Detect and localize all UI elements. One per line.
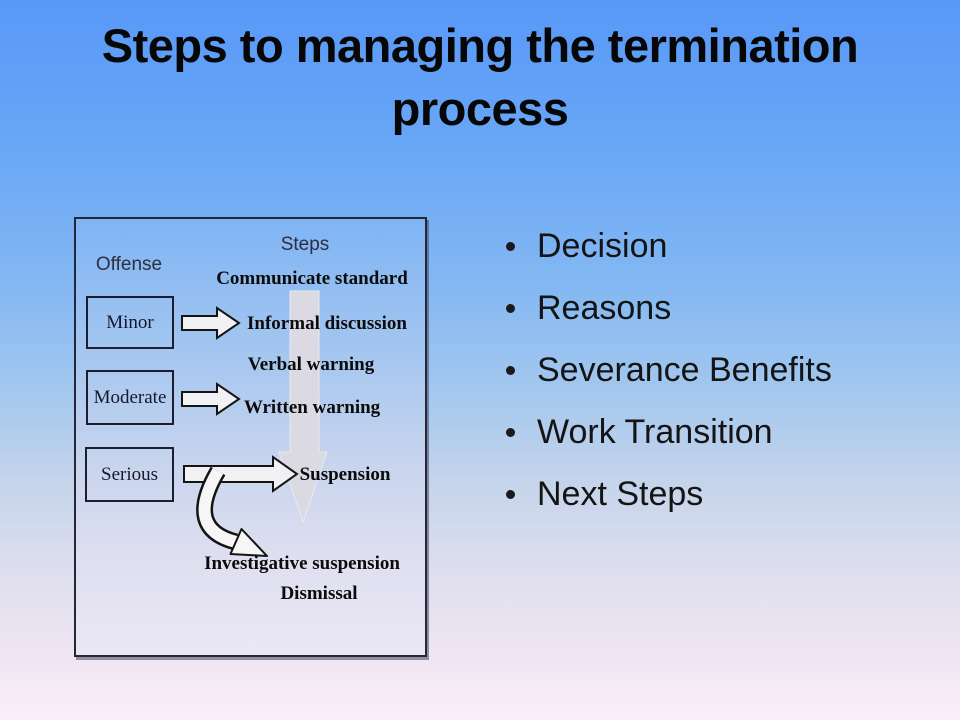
bullet-text: Next Steps bbox=[537, 474, 704, 513]
offense-box-moderate-label: Moderate bbox=[93, 386, 167, 408]
offense-box-minor-label: Minor bbox=[106, 311, 154, 333]
offense-column-label: Offense bbox=[95, 254, 163, 275]
down-arrow-icon bbox=[278, 290, 328, 524]
page-title: Steps to managing the termination proces… bbox=[0, 14, 960, 140]
step-dismissal: Dismissal bbox=[280, 583, 358, 604]
step-investigative-suspension: Investigative suspension bbox=[204, 553, 400, 574]
offense-box-moderate: Moderate bbox=[86, 370, 174, 425]
bullet-text: Decision bbox=[537, 226, 668, 265]
step-informal-discussion: Informal discussion bbox=[247, 313, 407, 334]
bullet-icon bbox=[506, 489, 515, 499]
step-verbal-warning: Verbal warning bbox=[247, 354, 375, 375]
step-written-warning: Written warning bbox=[243, 397, 381, 418]
curved-arrow-icon bbox=[196, 466, 268, 557]
bullet-text: Work Transition bbox=[537, 412, 773, 451]
step-communicate-standard: Communicate standard bbox=[216, 268, 408, 289]
bullet-list: Decision Reasons Severance Benefits Work… bbox=[506, 226, 832, 536]
offense-box-serious: Serious bbox=[85, 447, 174, 502]
list-item: Decision bbox=[506, 226, 832, 266]
step-suspension: Suspension bbox=[299, 464, 391, 485]
diagram-arrows bbox=[181, 290, 328, 557]
discipline-steps-diagram: Offense Steps Communicate standard Infor… bbox=[74, 217, 427, 657]
list-item: Next Steps bbox=[506, 474, 832, 514]
bullet-text: Reasons bbox=[537, 288, 672, 327]
offense-box-serious-label: Serious bbox=[101, 463, 158, 485]
right-arrow-icon bbox=[181, 306, 241, 340]
bullet-icon bbox=[506, 241, 515, 251]
bullet-icon bbox=[506, 427, 515, 437]
list-item: Severance Benefits bbox=[506, 350, 832, 390]
offense-box-minor: Minor bbox=[86, 296, 174, 349]
list-item: Work Transition bbox=[506, 412, 832, 452]
title-line1: Steps to managing the termination bbox=[101, 19, 859, 72]
bullet-icon bbox=[506, 365, 515, 375]
list-item: Reasons bbox=[506, 288, 832, 328]
right-arrow-icon bbox=[181, 382, 241, 416]
steps-column-label: Steps bbox=[280, 234, 330, 255]
right-arrow-icon bbox=[183, 455, 299, 493]
bullet-text: Severance Benefits bbox=[537, 350, 832, 389]
title-line2: process bbox=[391, 82, 569, 135]
bullet-icon bbox=[506, 303, 515, 313]
